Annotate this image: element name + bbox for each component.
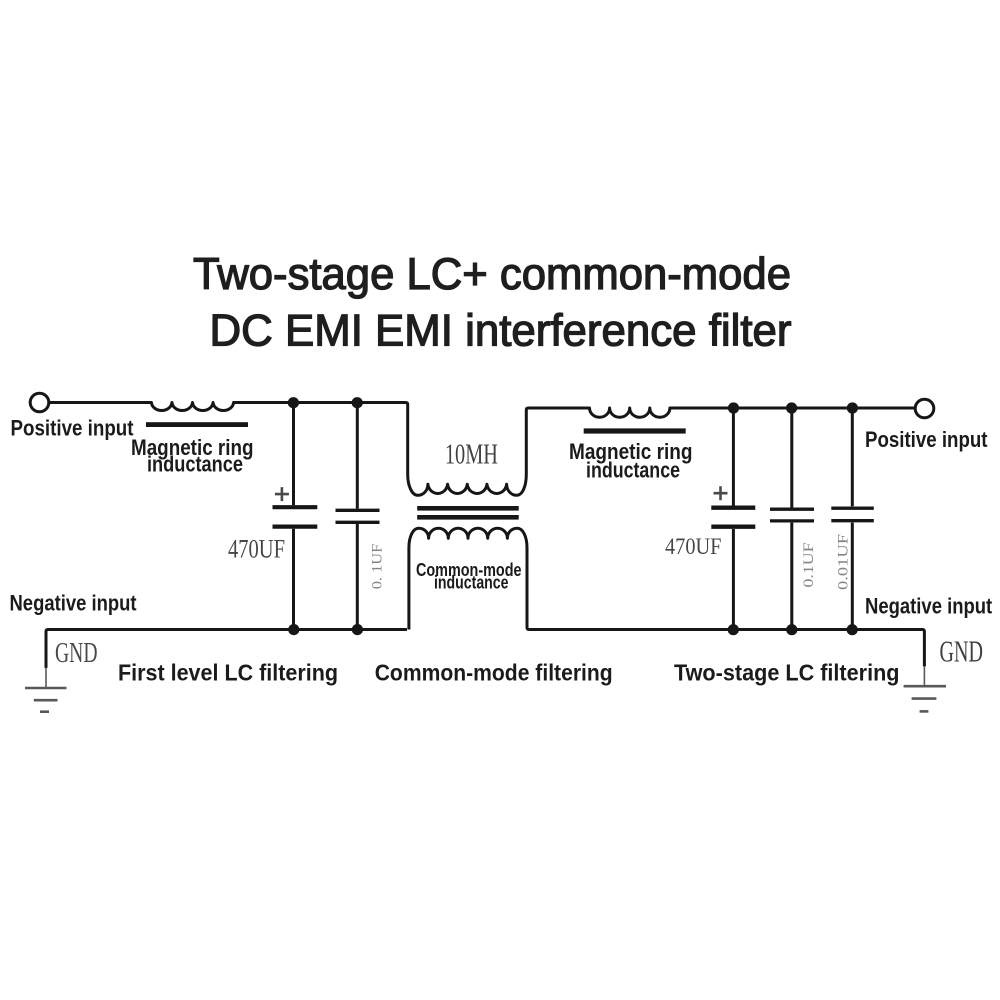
svg-text:470UF: 470UF bbox=[665, 534, 722, 559]
svg-text:0. 1UF: 0. 1UF bbox=[370, 544, 386, 590]
svg-text:0.1UF: 0.1UF bbox=[801, 543, 817, 588]
svg-text:GND: GND bbox=[940, 635, 984, 669]
svg-text:inductance: inductance bbox=[434, 572, 509, 593]
svg-text:0.01UF: 0.01UF bbox=[836, 534, 852, 590]
svg-text:470UF: 470UF bbox=[228, 535, 285, 564]
svg-text:Magnetic ring: Magnetic ring bbox=[131, 435, 254, 460]
svg-text:First level LC filtering: First level LC filtering bbox=[118, 660, 338, 686]
svg-text:GND: GND bbox=[55, 638, 98, 669]
svg-text:Positive input: Positive input bbox=[11, 416, 135, 441]
svg-text:Common-mode filtering: Common-mode filtering bbox=[375, 660, 613, 686]
svg-text:Two-stage LC+ common-mode: Two-stage LC+ common-mode bbox=[193, 250, 791, 299]
svg-text:DC EMI EMI interference filter: DC EMI EMI interference filter bbox=[210, 307, 792, 356]
svg-text:Positive input: Positive input bbox=[865, 427, 988, 452]
svg-text:10MH: 10MH bbox=[445, 439, 498, 471]
svg-text:Common-mode: Common-mode bbox=[416, 559, 522, 580]
svg-text:Negative input: Negative input bbox=[865, 594, 993, 619]
svg-text:Negative input: Negative input bbox=[10, 591, 138, 616]
svg-text:inductance: inductance bbox=[147, 452, 243, 477]
svg-text:inductance: inductance bbox=[586, 458, 680, 483]
svg-text:Two-stage LC filtering: Two-stage LC filtering bbox=[674, 660, 900, 686]
svg-text:Magnetic ring: Magnetic ring bbox=[569, 439, 693, 464]
